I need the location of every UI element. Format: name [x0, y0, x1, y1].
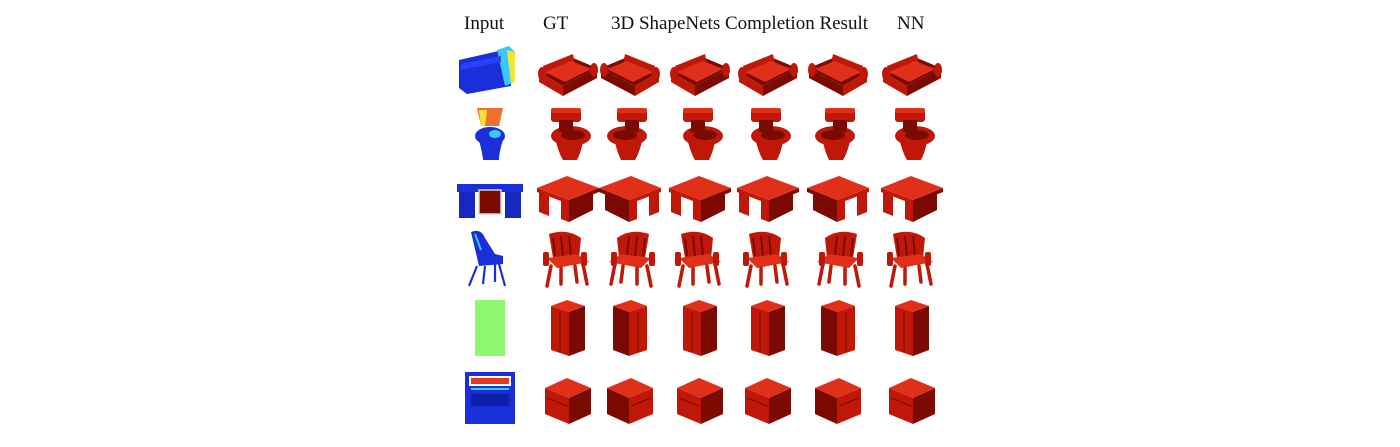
sofa-mesh-icon-nn [882, 54, 942, 96]
toilet-mesh-icon-result-4 [815, 108, 855, 160]
cabinet-depth-icon [475, 300, 505, 356]
desk-mesh-icon-result-1 [599, 176, 661, 222]
header-input: Input [464, 13, 505, 34]
desk-mesh-icon-nn [881, 176, 943, 222]
chair-mesh-icon-result-4 [817, 231, 863, 288]
desk-mesh-icon-gt [537, 176, 599, 222]
sofa-mesh-icon-result-3 [738, 54, 798, 96]
desk-mesh-icon-result-3 [737, 176, 799, 222]
desk-mesh-icon-result-4 [807, 176, 869, 222]
sofa-mesh-icon-result-1 [600, 54, 660, 96]
chair-mesh-icon-result-3 [743, 231, 789, 288]
sofa-depth-icon [459, 46, 515, 94]
sofa-mesh-icon-result-2 [670, 54, 730, 96]
cabinet-mesh-icon-nn [895, 300, 929, 356]
toilet-mesh-icon-result-1 [607, 108, 647, 160]
cabinet-mesh-icon-result-2 [683, 300, 717, 356]
chair-mesh-icon-result-2 [675, 231, 721, 288]
header-gt: GT [543, 13, 569, 34]
chair-mesh-icon-nn [887, 231, 933, 288]
chair-mesh-icon-gt [543, 231, 589, 288]
sofa-mesh-icon-result-4 [808, 54, 868, 96]
chair-mesh-icon-result-1 [609, 231, 655, 288]
toilet-mesh-icon-nn [895, 108, 935, 160]
cabinet-mesh-icon-result-4 [821, 300, 855, 356]
shape-completion-figure: Input GT 3D ShapeNets Completion Result … [445, 0, 955, 447]
toilet-mesh-icon-result-3 [751, 108, 791, 160]
toilet-mesh-icon-gt [551, 108, 591, 160]
dresser-depth-icon [465, 372, 515, 424]
sofa-mesh-icon-gt [538, 54, 598, 96]
cabinet-mesh-icon-result-3 [751, 300, 785, 356]
header-completion-result: 3D ShapeNets Completion Result [611, 13, 869, 34]
desk-mesh-icon-result-2 [669, 176, 731, 222]
header-nn: NN [897, 13, 925, 34]
toilet-mesh-icon-result-2 [683, 108, 723, 160]
dresser-mesh-icon-result-1 [607, 378, 653, 424]
dresser-mesh-icon-nn [889, 378, 935, 424]
dresser-mesh-icon-gt [545, 378, 591, 424]
cabinet-mesh-icon-result-1 [613, 300, 647, 356]
dresser-mesh-icon-result-4 [815, 378, 861, 424]
dresser-mesh-icon-result-2 [677, 378, 723, 424]
toilet-depth-icon [475, 108, 505, 160]
dresser-mesh-icon-result-3 [745, 378, 791, 424]
cabinet-mesh-icon-gt [551, 300, 585, 356]
desk-depth-icon [457, 184, 523, 218]
chair-depth-icon [467, 230, 507, 287]
